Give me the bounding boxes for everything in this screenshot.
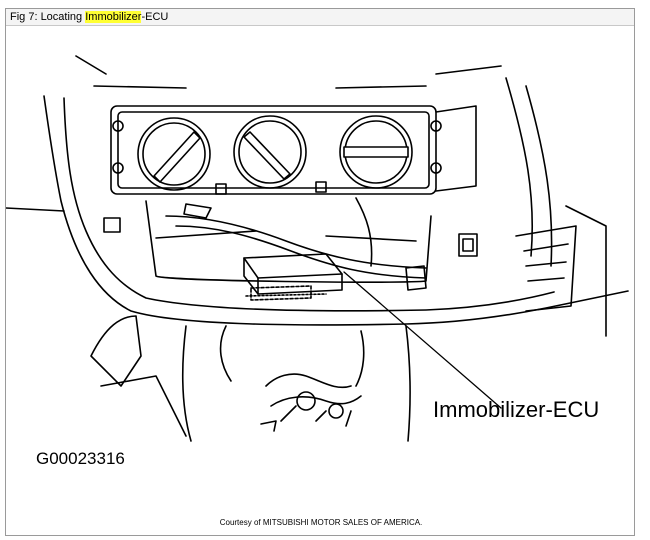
callout-leader [343, 271, 502, 409]
lower-column [181, 325, 192, 442]
console-inner-outline [63, 97, 555, 312]
harness-2 [175, 225, 427, 279]
lower-column-2 [405, 325, 411, 442]
screw-4 [430, 162, 442, 174]
right-bracket [458, 233, 478, 257]
panel-side [435, 105, 477, 192]
courtesy-note: Courtesy of MITSUBISHI MOTOR SALES OF AM… [219, 518, 423, 527]
cavity-back [155, 230, 417, 242]
lower-trim [219, 325, 365, 387]
right-bracket-inner [462, 238, 474, 252]
left-bracket [103, 217, 121, 233]
harness-4 [183, 203, 212, 219]
figure-frame: Fig 7: Locating Immobilizer-ECU [5, 8, 635, 536]
knob-center-icon [233, 115, 307, 189]
caption-highlight: Immobilizer [85, 11, 142, 23]
figure-caption: Fig 7: Locating Immobilizer-ECU [6, 9, 634, 26]
screw-2 [112, 162, 124, 174]
connector-block [405, 265, 427, 291]
knob-left-icon [137, 117, 211, 191]
top-frame [93, 85, 427, 89]
console-outline [43, 95, 629, 326]
screw-1 [112, 120, 124, 132]
cavity-outline [145, 200, 432, 283]
indicator-1 [215, 183, 227, 195]
callout-label: Immobilizer-ECU [433, 397, 600, 422]
screw-3 [430, 120, 442, 132]
dashboard-line-drawing [6, 55, 629, 442]
caption-prefix: Fig 7: Locating [10, 11, 86, 23]
left-panel-edge [6, 207, 65, 212]
caption-suffix: -ECU [141, 11, 169, 23]
right-bezel-inner [525, 85, 553, 267]
climate-panel [110, 105, 437, 195]
knob-right-icon [339, 115, 413, 189]
wiring-bundle-icon [260, 373, 362, 432]
right-edge [565, 205, 607, 337]
right-bezel [505, 77, 534, 257]
top-frame-2 [75, 55, 502, 75]
figure-code: G00023316 [36, 449, 125, 468]
right-panel [515, 225, 577, 312]
right-panel-lines [523, 243, 569, 282]
immobilizer-ecu-box [243, 253, 343, 301]
indicator-2 [315, 181, 327, 193]
lower-console-left [90, 315, 142, 387]
harness-3 [355, 197, 373, 267]
lower-console-left-2 [100, 375, 187, 437]
harness-1 [165, 215, 427, 269]
